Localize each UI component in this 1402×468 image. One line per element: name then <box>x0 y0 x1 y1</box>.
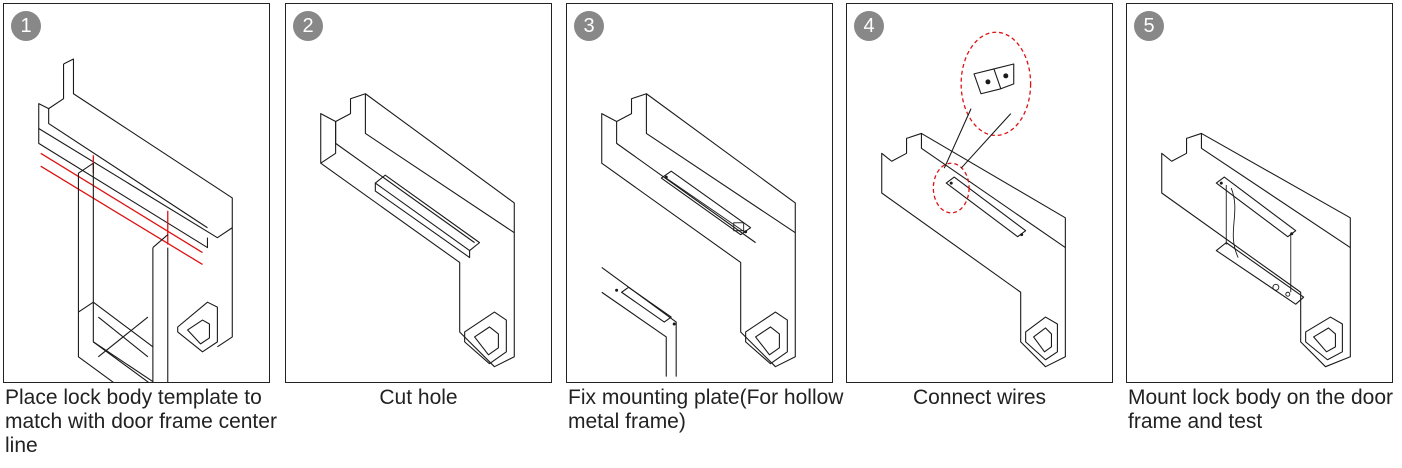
step-4-illustration <box>881 31 1066 368</box>
step-3-illustration <box>601 93 796 377</box>
step-5-panel: 5 <box>1126 3 1393 383</box>
step-3-caption: Fix mounting plate(For hollow metal fram… <box>568 386 844 433</box>
step-1-badge: 1 <box>11 11 41 41</box>
step-4-panel: 4 <box>846 3 1113 383</box>
step-2-badge: 2 <box>293 11 323 41</box>
step-1-panel: 1 <box>3 3 270 383</box>
step-2-caption: Cut hole <box>379 386 458 409</box>
step-1-caption: Place lock body template to match with d… <box>5 386 277 457</box>
step-5-badge: 5 <box>1134 11 1164 41</box>
step-3-badge: 3 <box>574 11 604 41</box>
step-4-caption: Connect wires <box>912 386 1047 409</box>
step-5-caption: Mount lock body on the door frame and te… <box>1128 386 1394 433</box>
step-3-panel: 3 <box>566 3 833 383</box>
step-2-illustration <box>320 93 515 368</box>
step-5-illustration <box>1161 132 1351 368</box>
step-4-badge: 4 <box>854 11 884 41</box>
step-2-panel: 2 <box>285 3 552 383</box>
step-1-illustration <box>38 58 233 382</box>
